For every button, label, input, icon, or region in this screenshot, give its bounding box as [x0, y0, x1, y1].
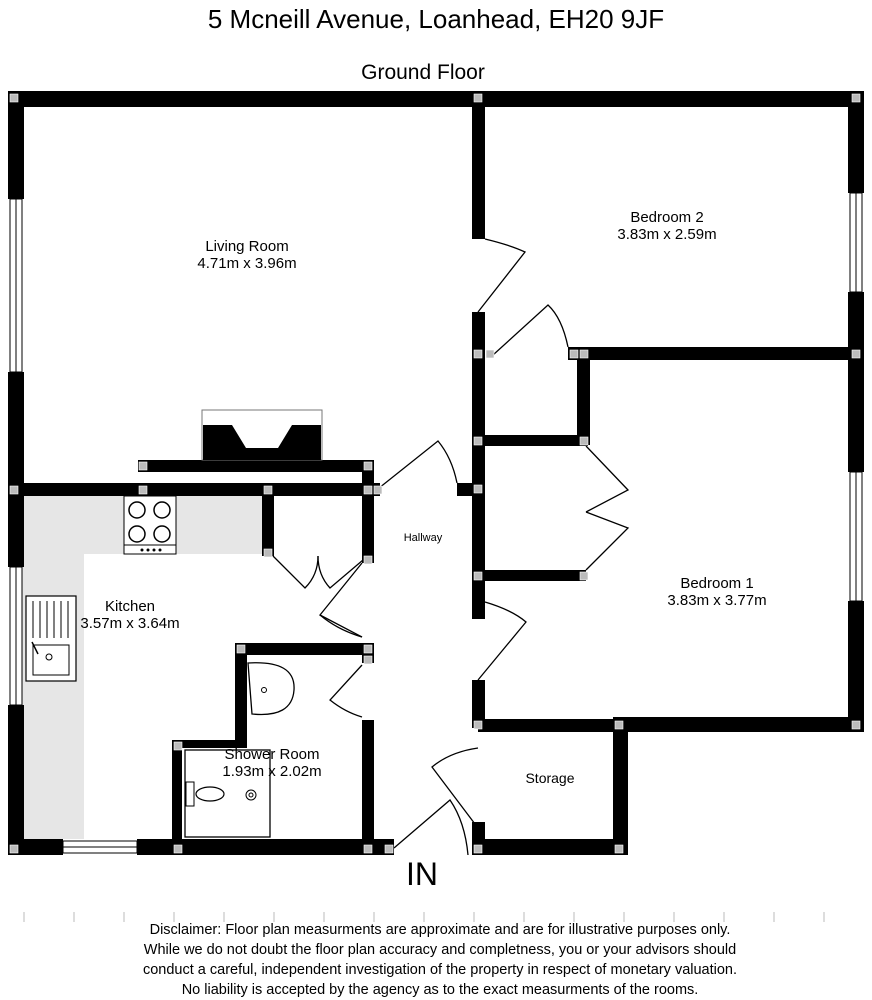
basin-icon — [247, 662, 295, 716]
room-dimensions: 3.83m x 2.59m — [617, 226, 717, 243]
wall-joints — [9, 93, 861, 854]
bedroom-1-label: Bedroom 1 3.83m x 3.77m — [617, 575, 817, 609]
disclaimer-line: conduct a careful, independent investiga… — [142, 962, 738, 978]
disclaimer-line: No liability is accepted by the agency a… — [181, 982, 699, 998]
entrance-label: IN — [406, 856, 438, 892]
disclaimer-line: Disclaimer: Floor plan measurments are a… — [149, 922, 731, 938]
storage-label: Storage — [525, 770, 575, 786]
room-dimensions: 3.83m x 3.77m — [667, 592, 767, 609]
room-name: Living Room — [205, 238, 289, 255]
room-name: Bedroom 2 — [630, 209, 704, 226]
ruler-ticks — [23, 912, 825, 922]
hob-icon — [123, 495, 177, 555]
hallway-label: Hallway — [403, 532, 443, 544]
disclaimer-line: While we do not doubt the floor plan acc… — [143, 942, 737, 958]
bedroom-2-label: Bedroom 2 3.83m x 2.59m — [567, 209, 767, 243]
fireplace-icon — [201, 409, 323, 461]
shower-room-label: Shower Room 1.93m x 2.02m — [202, 746, 342, 780]
room-dimensions: 4.71m x 3.96m — [197, 255, 297, 272]
room-dimensions: 1.93m x 2.02m — [222, 763, 322, 780]
room-name: Shower Room — [224, 746, 320, 763]
floor-title: Ground Floor — [361, 61, 485, 84]
room-name: Bedroom 1 — [680, 575, 754, 592]
disclaimer: Disclaimer: Floor plan measurments are a… — [60, 920, 820, 1000]
windows — [9, 192, 863, 854]
room-dimensions: 3.57m x 3.64m — [80, 615, 180, 632]
kitchen-label: Kitchen 3.57m x 3.64m — [62, 598, 198, 632]
walls — [8, 91, 864, 855]
room-name: Kitchen — [104, 598, 156, 615]
living-room-label: Living Room 4.71m x 3.96m — [147, 238, 347, 272]
property-address: 5 Mcneill Avenue, Loanhead, EH20 9JF — [207, 4, 665, 34]
sink-icon — [25, 595, 77, 682]
toilet-icon — [185, 781, 225, 807]
doors — [272, 238, 630, 856]
